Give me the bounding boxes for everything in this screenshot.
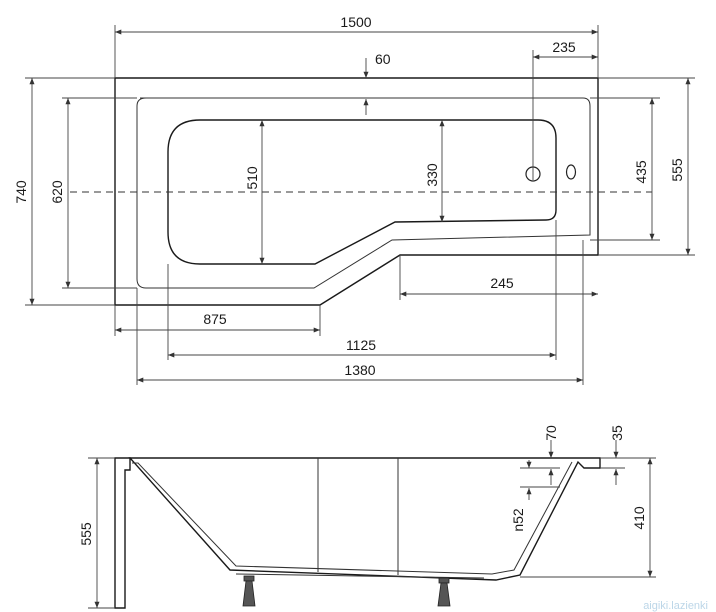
dim-label-620: 620 [49, 180, 65, 204]
side-apron-panel [114, 457, 131, 609]
dim-label-410: 410 [631, 506, 647, 530]
dim-label-1125: 1125 [346, 337, 376, 353]
dim-label-245: 245 [490, 275, 514, 291]
top-view: 1500 235 60 740 620 510 330 435 555 245 … [13, 14, 695, 385]
side-tub-shell [128, 457, 601, 581]
dim-label-70: 70 [543, 425, 559, 441]
dim-label-60: 60 [375, 51, 391, 67]
side-view: 555 410 n52 70 35 [78, 425, 656, 609]
dim-label-1500: 1500 [340, 14, 371, 30]
dim-label-1380: 1380 [344, 362, 375, 378]
foot-left [242, 575, 256, 607]
dim-label-555-side: 555 [78, 522, 94, 546]
dim-label-n52: n52 [510, 508, 526, 532]
dim-label-330: 330 [424, 163, 440, 187]
dim-label-875: 875 [203, 311, 227, 327]
dim-label-435: 435 [633, 160, 649, 184]
overflow-icon [565, 164, 577, 180]
dim-label-510: 510 [244, 166, 260, 190]
foot-right [437, 577, 451, 607]
dim-label-35: 35 [609, 425, 625, 441]
top-outer-rim [114, 77, 599, 306]
dim-label-555-top: 555 [669, 158, 685, 182]
dim-label-235: 235 [552, 39, 576, 55]
dim-label-740: 740 [13, 180, 29, 204]
top-inner-rim [136, 97, 591, 289]
watermark: aigiki.lazienki [643, 600, 708, 612]
basin-outline [167, 119, 557, 265]
